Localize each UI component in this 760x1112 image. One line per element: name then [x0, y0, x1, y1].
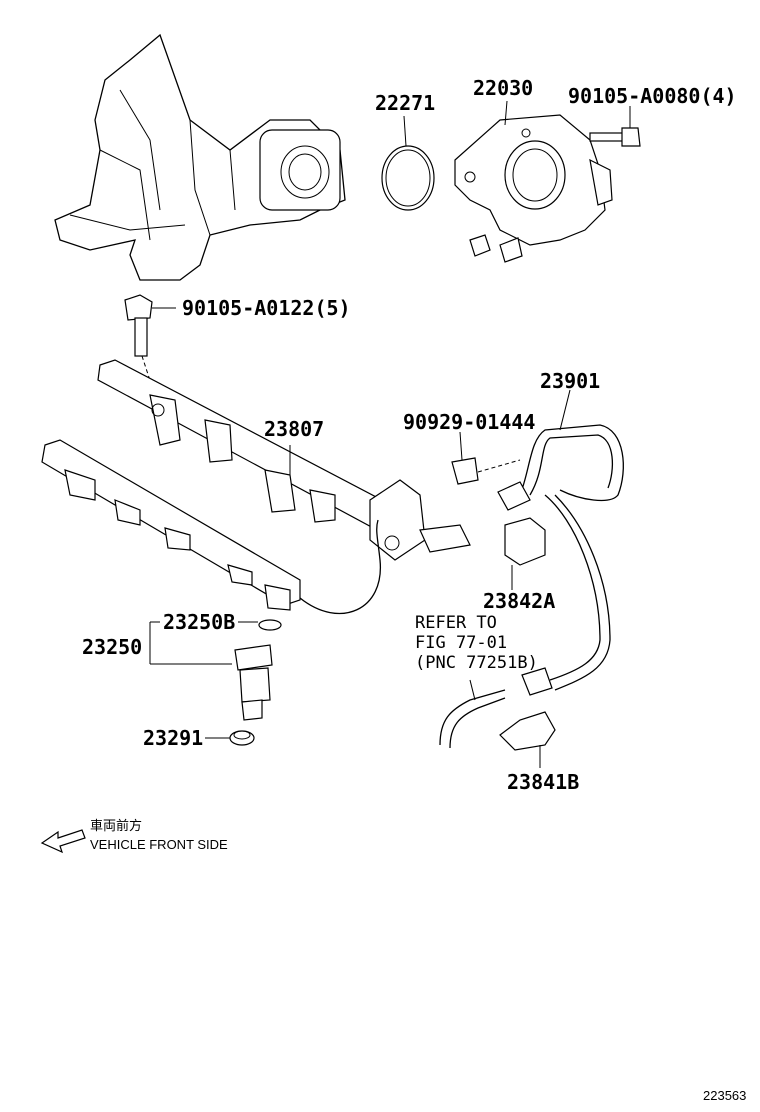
label-22030: 22030 [473, 76, 533, 100]
reference-line-3: (PNC 77251B) [415, 653, 538, 673]
label-90105-a0122: 90105-A0122(5) [182, 296, 351, 320]
gasket-22271 [381, 115, 435, 211]
bolt-90105-a0080 [589, 106, 641, 147]
label-23841b: 23841B [507, 770, 579, 794]
connector-23841b [499, 711, 556, 768]
intake-manifold [54, 33, 346, 281]
fuel-hose-23901 [497, 389, 624, 696]
label-90105-a0080: 90105-A0080(4) [568, 84, 737, 108]
vehicle-front-arrow-icon [40, 829, 86, 854]
label-90929: 90929-01444 [403, 410, 535, 434]
connector-23842a [504, 517, 546, 590]
clip-90929 [451, 431, 521, 485]
label-23807: 23807 [264, 417, 324, 441]
hose-reference [439, 679, 506, 749]
bolt-90105-a0122 [124, 294, 176, 406]
label-23842a: 23842A [483, 589, 555, 613]
diagram-id: 223563 [703, 1088, 746, 1103]
throttle-body-22030 [454, 100, 613, 263]
label-23250b: 23250B [163, 610, 235, 634]
label-22271: 22271 [375, 91, 435, 115]
label-23250: 23250 [82, 635, 142, 659]
label-23291: 23291 [143, 726, 203, 750]
label-23901: 23901 [540, 369, 600, 393]
reference-line-2: FIG 77-01 [415, 633, 507, 653]
direction-japanese: 車両前方 [90, 818, 142, 833]
fuel-rail-upper-23807 [97, 359, 471, 561]
direction-english: VEHICLE FRONT SIDE [90, 837, 228, 852]
reference-line-1: REFER TO [415, 613, 497, 633]
injector-assembly [149, 619, 282, 746]
fuel-rail-lower [41, 439, 381, 615]
